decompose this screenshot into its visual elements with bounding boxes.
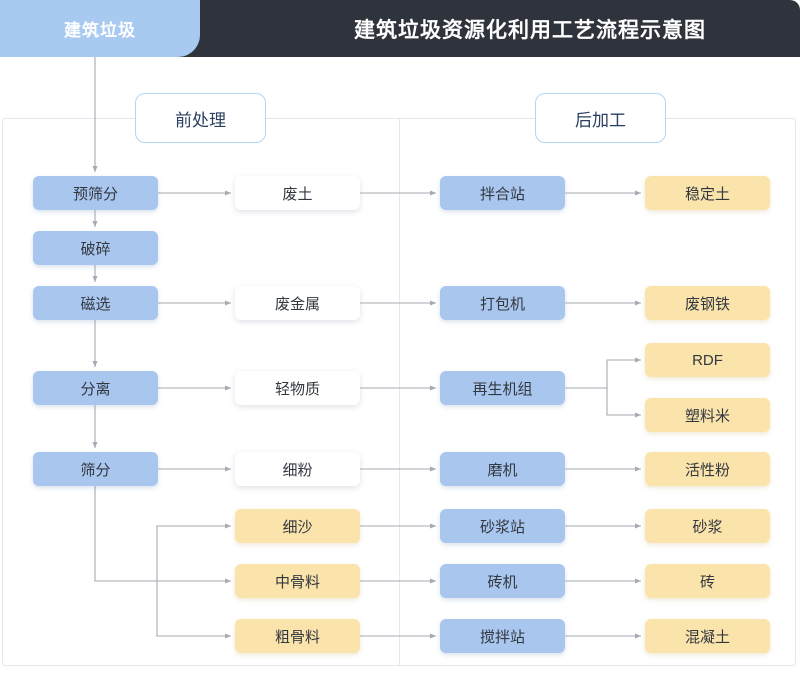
flow-node-label: 混凝土 — [684, 628, 730, 646]
flow-node-mid_agg[interactable]: 中骨料 — [235, 564, 360, 598]
flow-node-active_powder[interactable]: 活性粉 — [645, 452, 770, 486]
flow-node-label: 再生机组 — [472, 380, 533, 398]
flow-node-label: 稳定土 — [684, 185, 730, 203]
flow-node-magnetic[interactable]: 磁选 — [33, 286, 158, 320]
flow-node-label: 废土 — [282, 185, 313, 203]
flow-node-label: 活性粉 — [684, 461, 730, 479]
header-tab-label: 建筑垃圾 — [64, 21, 136, 40]
flow-node-label: 分离 — [80, 380, 111, 398]
flow-node-mortar[interactable]: 砂浆 — [645, 509, 770, 543]
flow-node-label: 细沙 — [282, 518, 313, 536]
flow-node-coarse_agg[interactable]: 粗骨料 — [235, 619, 360, 653]
flow-node-label: 塑料米 — [684, 407, 730, 425]
flow-node-waste_soil[interactable]: 废土 — [235, 176, 360, 210]
flow-node-plastic_pellet[interactable]: 塑料米 — [645, 398, 770, 432]
flow-node-mill[interactable]: 磨机 — [440, 452, 565, 486]
flow-node-waste_metal[interactable]: 废金属 — [235, 286, 360, 320]
flow-node-label: 预筛分 — [72, 185, 118, 203]
flow-node-concrete[interactable]: 混凝土 — [645, 619, 770, 653]
flow-node-label: 废金属 — [274, 295, 320, 313]
flow-node-label: 搅拌站 — [479, 628, 525, 646]
flow-node-label: 磨机 — [487, 461, 518, 479]
flow-node-label: 打包机 — [479, 295, 525, 313]
flow-node-label: 细粉 — [282, 461, 313, 479]
flow-node-rdf[interactable]: RDF — [645, 343, 770, 377]
flow-node-fine_powder[interactable]: 细粉 — [235, 452, 360, 486]
flow-node-baler[interactable]: 打包机 — [440, 286, 565, 320]
flow-node-label: 筛分 — [80, 461, 111, 479]
flow-node-stabilized_soil[interactable]: 稳定土 — [645, 176, 770, 210]
page-title: 建筑垃圾资源化利用工艺流程示意图 — [354, 18, 706, 42]
flow-node-label: 粗骨料 — [274, 628, 320, 646]
flow-node-fine_sand[interactable]: 细沙 — [235, 509, 360, 543]
flow-node-label: 砂浆站 — [479, 518, 525, 536]
flow-node-label: RDF — [692, 351, 723, 369]
flow-node-mortar_station[interactable]: 砂浆站 — [440, 509, 565, 543]
flow-node-label: 轻物质 — [274, 380, 320, 398]
section-divider — [399, 118, 400, 666]
flow-node-label: 磁选 — [80, 295, 111, 313]
flow-node-brick[interactable]: 砖 — [645, 564, 770, 598]
flow-node-regen_unit[interactable]: 再生机组 — [440, 371, 565, 405]
flow-node-scrap_steel[interactable]: 废钢铁 — [645, 286, 770, 320]
flow-node-mixing_plant[interactable]: 拌合站 — [440, 176, 565, 210]
flow-node-screen[interactable]: 筛分 — [33, 452, 158, 486]
flow-node-label: 砖机 — [487, 573, 518, 591]
flow-node-light_matter[interactable]: 轻物质 — [235, 371, 360, 405]
flow-node-label: 废钢铁 — [684, 295, 730, 313]
page-header: 建筑垃圾资源化利用工艺流程示意图 建筑垃圾 — [0, 0, 800, 57]
flow-node-separate[interactable]: 分离 — [33, 371, 158, 405]
flow-node-label: 破碎 — [80, 240, 111, 258]
flow-node-pre_screen[interactable]: 预筛分 — [33, 176, 158, 210]
flow-node-batch_plant[interactable]: 搅拌站 — [440, 619, 565, 653]
section-label-postprocessing: 后加工 — [535, 93, 666, 143]
flow-node-label: 拌合站 — [479, 185, 525, 203]
header-tab-construction-waste: 建筑垃圾 — [0, 0, 200, 57]
section-label-preprocessing: 前处理 — [135, 93, 266, 143]
flow-node-label: 砖 — [699, 573, 715, 591]
flow-node-label: 中骨料 — [274, 573, 320, 591]
flow-node-brick_machine[interactable]: 砖机 — [440, 564, 565, 598]
flow-node-label: 砂浆 — [692, 518, 723, 536]
flow-node-crush[interactable]: 破碎 — [33, 231, 158, 265]
